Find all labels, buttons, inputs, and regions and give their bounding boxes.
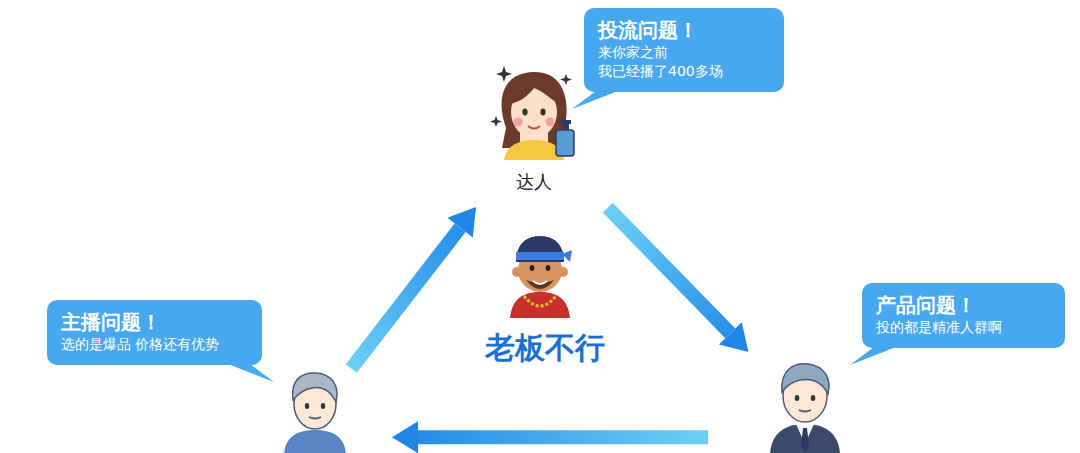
figure-node: 产品问题！投的都是精准人群啊 xyxy=(768,365,840,453)
man-left-figure xyxy=(284,373,346,453)
man-left-figure-part xyxy=(309,417,321,419)
flow-arrow xyxy=(392,421,708,453)
man-right-figure-part xyxy=(799,410,811,412)
girl-figure xyxy=(490,66,574,160)
bubble-tail xyxy=(224,364,274,382)
bubble-tail-shape xyxy=(850,347,896,365)
boss-figure-part xyxy=(533,281,547,284)
man-left-figure-part xyxy=(305,403,309,409)
speech-bubble: 投流问题！来你家之前 我已经播了400多场 xyxy=(584,8,784,92)
bubble-heading: 主播问题！ xyxy=(61,309,248,335)
boss-figure-part xyxy=(512,267,522,277)
boss-figure-part xyxy=(516,252,564,260)
girl-figure-part xyxy=(559,120,571,124)
boss-figure-part xyxy=(524,296,556,306)
girl-figure-part xyxy=(522,109,527,116)
arrow-head xyxy=(392,421,418,453)
arrow-shaft xyxy=(418,430,708,444)
flow-arrow xyxy=(608,208,749,352)
arrow-shaft xyxy=(351,228,460,369)
boss-figure-part xyxy=(558,267,568,277)
girl-figure-part xyxy=(556,130,574,156)
boss-figure-part xyxy=(510,292,570,318)
man-left-figure-part xyxy=(321,403,325,409)
speech-bubble: 主播问题！选的是爆品 价格还有优势 xyxy=(47,300,262,365)
man-right-figure xyxy=(770,364,840,453)
boss-figure-part xyxy=(562,250,572,262)
boss-figure-part xyxy=(546,265,551,271)
bubble-tail-shape xyxy=(572,91,618,109)
man-left-figure-part xyxy=(284,430,346,453)
girl-figure-part xyxy=(490,116,502,127)
girl-figure-part xyxy=(560,74,572,85)
boss-figure-part xyxy=(526,280,554,289)
center-node: 老板不行 xyxy=(441,330,649,378)
girl-figure-part xyxy=(504,140,564,160)
bubble-tail-shape xyxy=(228,364,274,382)
figure-node: 主播问题！选的是爆品 价格还有优势 xyxy=(283,378,347,453)
girl-figure-part xyxy=(563,124,569,130)
boss-figure-part xyxy=(530,265,535,271)
bubble-text: 来你家之前 我已经播了400多场 xyxy=(598,43,770,81)
boss-figure xyxy=(510,236,572,318)
bubble-tail xyxy=(850,347,900,365)
man-right-figure-part xyxy=(811,395,816,401)
man-right-figure-part xyxy=(795,395,800,401)
girl-figure-part xyxy=(496,66,512,82)
bubble-tail xyxy=(572,91,622,109)
figure-node: 投流问题！来你家之前 我已经播了400多场达人 xyxy=(484,68,584,196)
girl-figure-part xyxy=(540,109,545,116)
man-right-figure-part xyxy=(782,364,829,394)
bubble-text: 选的是爆品 价格还有优势 xyxy=(61,335,248,354)
center-title: 老板不行 xyxy=(441,330,649,366)
arrow-shaft xyxy=(608,208,731,334)
man-right-figure-part xyxy=(801,428,809,452)
girl-figure-part xyxy=(510,80,558,104)
figure-label: 达人 xyxy=(484,170,584,194)
flow-arrow xyxy=(351,207,476,368)
girl-figure-part xyxy=(514,118,523,127)
arrow-head xyxy=(447,207,476,237)
man-left-figure-part xyxy=(293,373,337,402)
girl-figure-part xyxy=(546,118,555,127)
speech-bubble: 产品问题！投的都是精准人群啊 xyxy=(862,283,1065,348)
man-right-figure-part xyxy=(770,424,840,453)
bubble-heading: 产品问题！ xyxy=(876,292,1051,318)
arrow-head xyxy=(719,322,749,352)
boss-figure-part xyxy=(516,236,564,262)
bubble-heading: 投流问题！ xyxy=(598,17,770,43)
girl-figure-part xyxy=(528,126,540,129)
bubble-text: 投的都是精准人群啊 xyxy=(876,318,1051,337)
